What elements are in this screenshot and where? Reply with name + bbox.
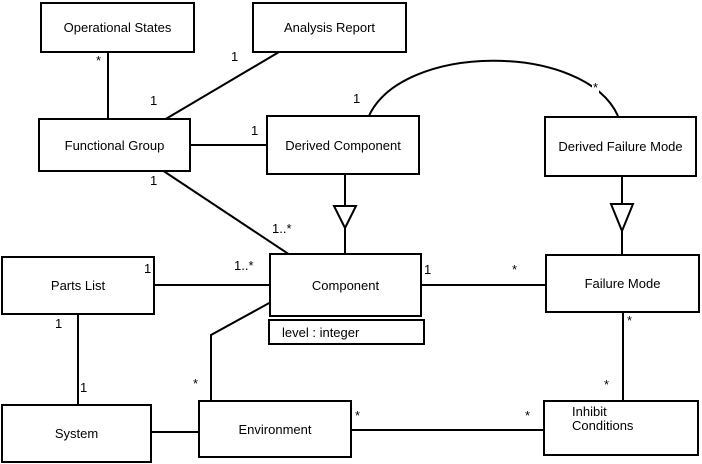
- attribute-label: level : integer: [282, 324, 360, 340]
- class-box-environment[interactable]: Environment: [198, 400, 352, 458]
- multiplicity-label: 1..*: [271, 221, 293, 236]
- multiplicity-label: *: [192, 376, 200, 391]
- multiplicity-label: 1: [423, 262, 433, 277]
- multiplicity-label: 1: [230, 49, 240, 64]
- class-box-component-attributes[interactable]: level : integer: [268, 319, 425, 345]
- class-box-derived-failure-mode[interactable]: Derived Failure Mode: [544, 116, 697, 177]
- edge-environment-component: [210, 301, 272, 403]
- class-label: Functional Group: [64, 137, 165, 153]
- class-label: Derived Failure Mode: [558, 139, 683, 154]
- multiplicity-label: *: [95, 53, 103, 68]
- multiplicity-label: *: [511, 262, 519, 277]
- class-label: Analysis Report: [283, 20, 376, 35]
- multiplicity-label: 1: [149, 93, 159, 108]
- multiplicity-label: *: [524, 408, 532, 423]
- class-label: Operational States: [63, 20, 172, 35]
- class-label: System: [54, 426, 99, 441]
- class-label: Component: [311, 277, 380, 293]
- generalization-triangle-icon: [332, 205, 358, 231]
- class-box-system[interactable]: System: [1, 404, 152, 463]
- multiplicity-label: 1..*: [233, 258, 255, 273]
- multiplicity-label: 1: [79, 380, 89, 395]
- class-label: Parts List: [50, 278, 106, 293]
- multiplicity-label: 1: [250, 123, 260, 138]
- class-label: Failure Mode: [584, 276, 661, 291]
- multiplicity-label: 1: [352, 91, 362, 106]
- multiplicity-label: *: [603, 377, 611, 392]
- class-label: Environment: [238, 421, 312, 437]
- multiplicity-label: *: [626, 313, 634, 328]
- multiplicity-label: 1: [149, 173, 159, 188]
- multiplicity-label: *: [592, 80, 600, 95]
- edge-derivedcomponent-derivedfailuremode-arc: [367, 59, 619, 119]
- class-box-parts-list[interactable]: Parts List: [1, 256, 155, 315]
- edge-functionalgroup-component: [161, 169, 291, 256]
- class-box-derived-component[interactable]: Derived Component: [266, 115, 420, 175]
- multiplicity-label: *: [354, 408, 362, 423]
- class-box-operational-states[interactable]: Operational States: [40, 2, 195, 53]
- class-box-inhibit-conditions[interactable]: Inhibit Conditions: [543, 400, 699, 456]
- edge-functionalgroup-analysisreport: [163, 51, 280, 121]
- class-box-failure-mode[interactable]: Failure Mode: [545, 254, 700, 313]
- class-box-functional-group[interactable]: Functional Group: [38, 118, 191, 172]
- class-box-component[interactable]: Component: [269, 253, 422, 317]
- class-label: Derived Component: [285, 137, 401, 153]
- generalization-triangle-icon: [609, 203, 635, 234]
- multiplicity-label: 1: [143, 261, 153, 276]
- multiplicity-label: 1: [54, 316, 64, 331]
- class-box-analysis-report[interactable]: Analysis Report: [252, 2, 407, 53]
- class-label: Inhibit Conditions: [572, 404, 634, 433]
